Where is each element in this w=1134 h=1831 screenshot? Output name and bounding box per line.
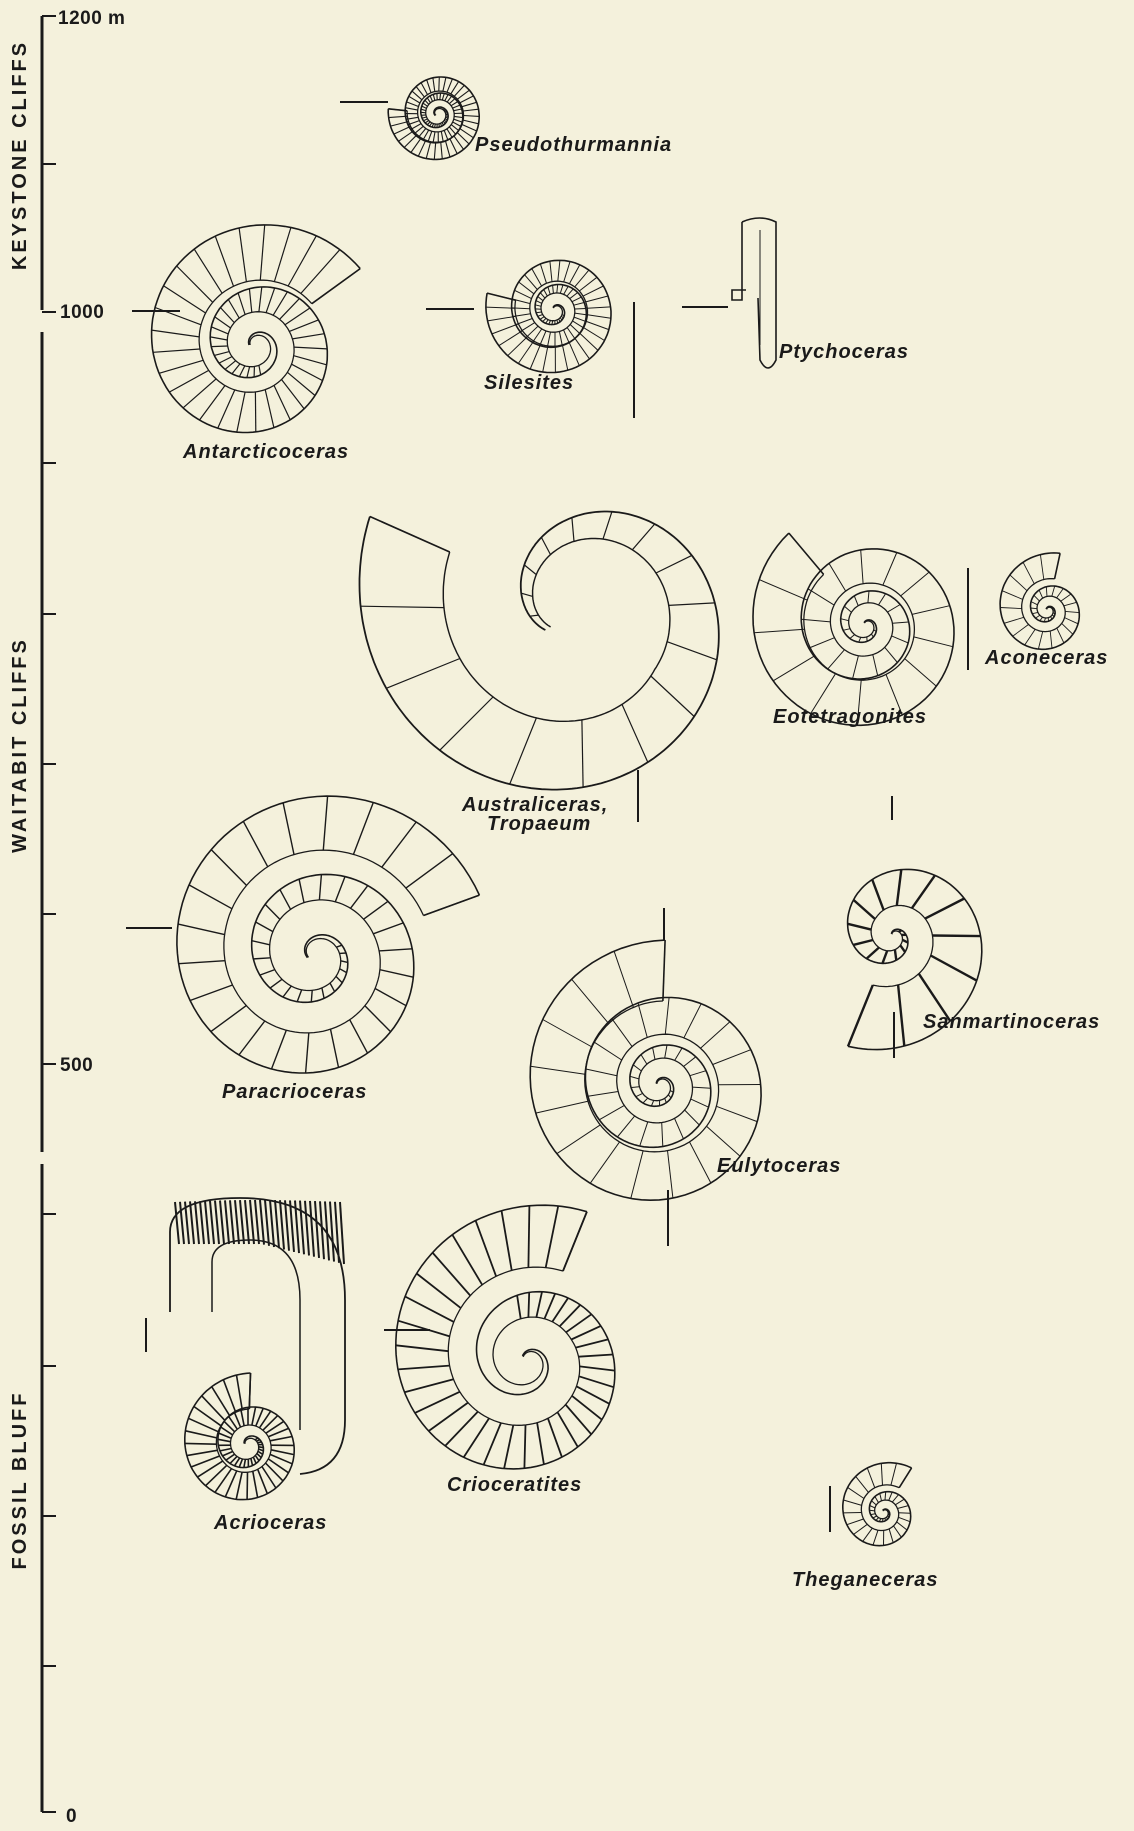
- fossil-crioceratites: [396, 1205, 615, 1469]
- fossil-aconeceras: [1000, 553, 1079, 649]
- fossil-pseudothurmannia: [388, 77, 479, 160]
- genus-label-crioceratites: Crioceratites: [447, 1474, 582, 1496]
- fossil-drawings: [152, 77, 1080, 1546]
- fossil-eotetragonites: [753, 533, 954, 725]
- genus-label-eotetragonites: Eotetragonites: [773, 706, 927, 728]
- fossil-paracrioceras: [177, 796, 480, 1073]
- genus-label-theganeceras: Theganeceras: [792, 1569, 939, 1591]
- genus-label-sanmartinoceras: Sanmartinoceras: [923, 1011, 1100, 1033]
- genus-label-ptychoceras: Ptychoceras: [779, 341, 909, 363]
- fossil-australiceras: [360, 512, 719, 790]
- formation-keystone-cliffs: KEYSTONE CLIFFS: [9, 40, 31, 270]
- genus-label-paracrioceras: Paracrioceras: [222, 1081, 367, 1103]
- formation-labels: KEYSTONE CLIFFS WAITABIT CLIFFS FOSSIL B…: [9, 40, 31, 1570]
- genus-label-antarcticoceras: Antarcticoceras: [182, 441, 349, 463]
- formation-waitabit-cliffs: WAITABIT CLIFFS: [9, 637, 31, 853]
- genus-label-tropaeum: Tropaeum: [487, 813, 591, 835]
- genus-labels: Pseudothurmannia Antarcticoceras Silesit…: [182, 134, 1108, 1591]
- axis-label-zero: 0: [66, 1806, 77, 1826]
- axis-label-top: 1200 m: [58, 8, 125, 29]
- genus-label-pseudothurmannia: Pseudothurmannia: [475, 134, 672, 156]
- genus-label-silesites: Silesites: [484, 372, 574, 394]
- genus-label-aconeceras: Aconeceras: [984, 647, 1108, 669]
- fossil-acrioceras: [185, 1373, 294, 1500]
- fossil-theganeceras: [843, 1463, 912, 1546]
- formation-fossil-bluff: FOSSIL BLUFF: [9, 1391, 31, 1570]
- genus-label-acrioceras: Acrioceras: [213, 1512, 327, 1534]
- genus-label-eulytoceras: Eulytoceras: [717, 1155, 841, 1177]
- axis-label-500: 500: [60, 1055, 93, 1076]
- fossil-antarcticoceras: [152, 225, 361, 433]
- fossil-silesites: [486, 260, 611, 372]
- fossil-ptychoceras: [732, 218, 776, 368]
- stratigraphic-axis: 1200 m 1000 500 0: [42, 8, 125, 1826]
- axis-label-1000: 1000: [60, 302, 104, 323]
